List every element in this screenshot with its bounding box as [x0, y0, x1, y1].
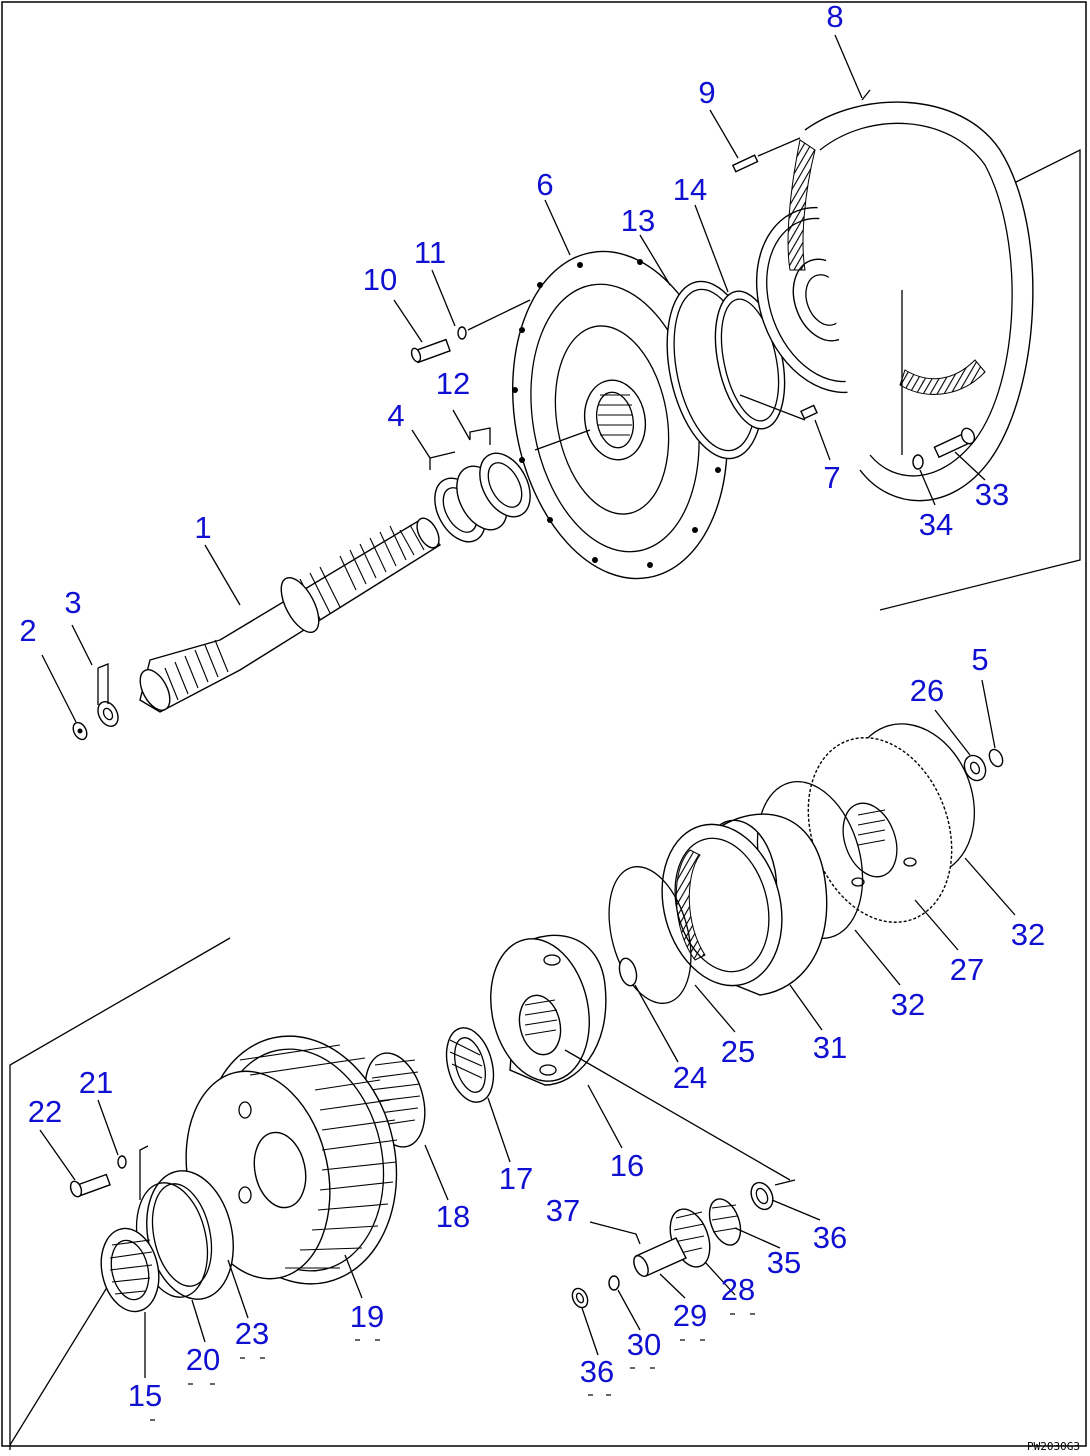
output-gear: [185, 1035, 398, 1285]
callout-32-middle: 32: [891, 987, 925, 1022]
callout-31: 31: [813, 1030, 847, 1065]
callout-15: 15: [128, 1378, 162, 1413]
callout-5: 5: [971, 642, 988, 677]
callout-7: 7: [823, 460, 840, 495]
housing-pin: [731, 137, 801, 173]
drawing-code: PW2030G3: [1027, 1440, 1080, 1453]
upper-group-bracket: [879, 148, 1081, 611]
callout-16: 16: [610, 1148, 644, 1183]
callout-18: 18: [436, 1199, 470, 1234]
output-bearing: [100, 1227, 160, 1313]
callout-11: 11: [414, 235, 446, 270]
callout-24: 24: [673, 1060, 707, 1095]
callout-9: 9: [698, 75, 715, 110]
callout-labels: 1 2 3 4 12 6 13 14 8 9 10 11 7 34 33 5 2…: [19, 0, 1045, 1413]
dowel-pin: [739, 394, 818, 421]
callout-27: 27: [950, 952, 984, 987]
clutch-housing: [787, 89, 1034, 502]
callout-32-right: 32: [1011, 917, 1045, 952]
callout-36-right: 36: [813, 1220, 847, 1255]
callout-29: 29: [673, 1298, 707, 1333]
callout-underline-marks: [150, 1313, 755, 1421]
callout-8: 8: [826, 0, 843, 34]
housing-washer: [901, 290, 924, 470]
callout-10: 10: [363, 262, 397, 297]
lock-ball: [608, 1275, 620, 1291]
housing-bolt: [933, 427, 976, 459]
leader-lines: [39, 34, 1016, 1378]
gear-washer: [963, 754, 987, 782]
callout-36-left: 36: [580, 1354, 614, 1389]
input-shaft: [139, 517, 442, 713]
gear-nut: [988, 748, 1004, 768]
shaft-nut: [72, 721, 88, 741]
callout-12: 12: [436, 366, 470, 401]
callout-14: 14: [673, 172, 707, 207]
needle-bearing: [708, 1198, 742, 1246]
callout-2: 2: [19, 613, 36, 648]
planet-carrier: [490, 934, 791, 1181]
o-ring-small: [618, 957, 638, 987]
callout-6: 6: [536, 167, 553, 202]
callout-30: 30: [627, 1327, 661, 1362]
o-ring-large: [608, 866, 692, 1004]
callout-26: 26: [910, 673, 944, 708]
callout-1: 1: [194, 510, 211, 545]
callout-35: 35: [767, 1245, 801, 1280]
cover-bolt: [410, 338, 451, 364]
planet-shaft: [589, 1221, 687, 1277]
carrier-bearing: [445, 1027, 495, 1103]
lock-washer: [97, 663, 119, 727]
callout-19: 19: [350, 1299, 384, 1334]
retainer-washer: [117, 1145, 149, 1200]
callout-13: 13: [621, 203, 655, 238]
retainer-bolt: [69, 1173, 111, 1198]
callout-23: 23: [235, 1316, 269, 1351]
callout-3: 3: [64, 585, 81, 620]
callout-17: 17: [499, 1161, 533, 1196]
callout-25: 25: [721, 1034, 755, 1069]
callout-20: 20: [186, 1342, 220, 1377]
thrust-washer-left: [571, 1287, 589, 1309]
callout-22: 22: [28, 1094, 62, 1129]
callout-4: 4: [387, 398, 404, 433]
callout-28: 28: [721, 1272, 755, 1307]
callout-33: 33: [975, 477, 1009, 512]
thrust-washer-right: [750, 1179, 796, 1211]
callout-37: 37: [546, 1193, 580, 1228]
callout-21: 21: [79, 1065, 113, 1100]
ring-gear: [661, 813, 828, 996]
callout-34: 34: [919, 507, 953, 542]
bearing-set: [429, 427, 531, 543]
bolt-washer: [457, 299, 531, 340]
